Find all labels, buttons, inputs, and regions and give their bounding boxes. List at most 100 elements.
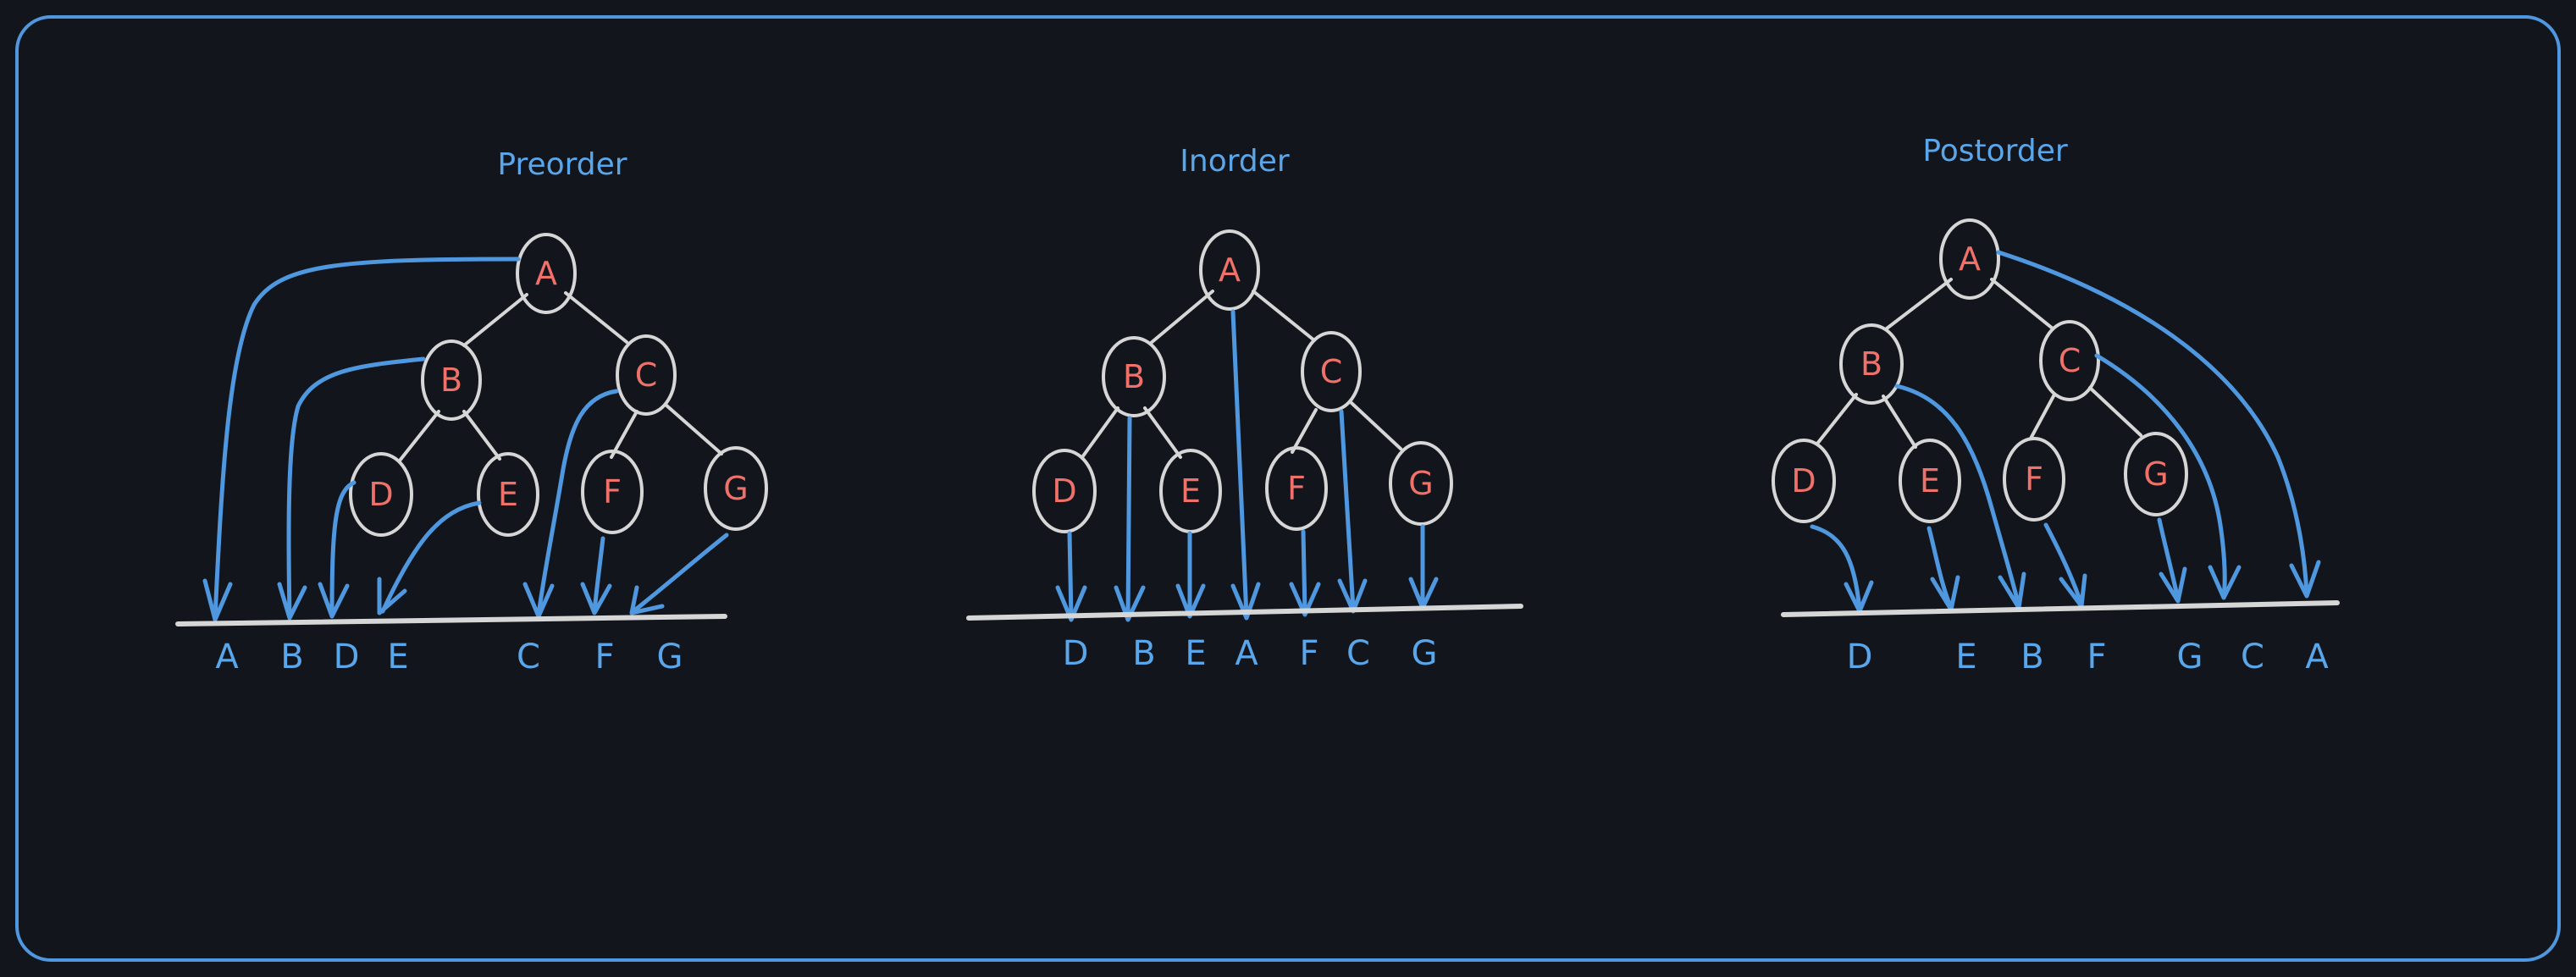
sequence-item: G (657, 638, 683, 676)
edge-a-c (1252, 290, 1316, 342)
traversal-arrow (213, 257, 521, 621)
sequence-item: E (1955, 638, 1976, 676)
node-label: G (723, 470, 748, 507)
edge-b-d (1081, 406, 1119, 459)
tree-node: B (1102, 336, 1166, 417)
tree-node: C (1301, 331, 1362, 412)
arrow-head (1114, 585, 1146, 622)
node-label: D (1791, 462, 1816, 500)
sequence-item: F (594, 638, 614, 676)
sequence-item: C (1346, 634, 1370, 673)
node-label: G (1408, 465, 1433, 502)
tree-node: D (349, 452, 413, 537)
traversal-arrow (1067, 531, 1074, 621)
tree-node: F (1265, 446, 1328, 531)
node-label: A (1959, 240, 1981, 278)
node-label: A (1219, 251, 1241, 289)
node-label: F (2025, 461, 2043, 498)
traversal-arrow (1810, 524, 1862, 612)
traversal-arrow (1996, 250, 2309, 597)
preorder-baseline (175, 614, 727, 626)
postorder-output-sequence: D E B F G C A (1847, 638, 2330, 676)
tree-node: F (581, 450, 644, 534)
edge-b-e (1882, 395, 1917, 449)
node-label: E (1920, 462, 1940, 500)
arrow-head (2289, 560, 2321, 599)
edge-b-e (1143, 406, 1182, 459)
tree-node: G (1389, 441, 1453, 526)
inorder-output-sequence: D B E A F C G (1063, 634, 1438, 673)
traversal-arrow (1301, 529, 1307, 615)
arrow-head (2159, 566, 2187, 604)
postorder-baseline (1781, 600, 2340, 617)
sequence-item: D (1847, 638, 1873, 676)
sequence-item: B (280, 638, 303, 676)
traversal-arrow (592, 536, 605, 614)
node-label: C (2059, 342, 2081, 379)
sequence-item: B (2020, 638, 2043, 676)
tree-node: B (421, 339, 482, 421)
traversal-arrow (536, 389, 619, 617)
sequence-item: F (2087, 638, 2106, 676)
tree-node: A (1199, 229, 1260, 311)
node-label: E (1180, 472, 1201, 510)
edge-c-g (664, 403, 723, 455)
edge-c-g (1350, 401, 1402, 450)
tree-node: F (2003, 437, 2065, 522)
sequence-item: F (1299, 634, 1318, 673)
arrow-head (1289, 582, 1321, 617)
edge-a-b (1885, 278, 1953, 330)
arrow-head (1230, 582, 1261, 621)
edge-b-e (462, 410, 501, 461)
node-label: C (1320, 353, 1343, 390)
arrow-head (377, 577, 407, 615)
node-label: C (635, 356, 658, 394)
inorder-tree-edges (1081, 290, 1402, 459)
arrow-head (629, 585, 665, 615)
sequence-item: C (2241, 638, 2264, 676)
sequence-item: E (1185, 634, 1206, 673)
sequence-item: G (2177, 638, 2203, 676)
sequence-item: D (334, 638, 360, 676)
traversal-arrow (631, 533, 729, 614)
edge-a-b (462, 293, 528, 347)
arrow-head (580, 582, 612, 615)
postorder-tree-nodes: A B C D E F G (1772, 218, 2188, 523)
sequence-item: A (2305, 638, 2329, 676)
edge-c-g (2088, 386, 2142, 437)
sequence-item: D (1063, 634, 1089, 673)
edge-a-c (564, 291, 628, 344)
arrow-head (2208, 565, 2242, 600)
inorder-tree-nodes: A B C D E F G (1032, 229, 1453, 533)
canvas-frame (15, 15, 2561, 962)
node-label: D (1052, 472, 1076, 510)
tree-node: G (704, 446, 768, 531)
edge-b-d (398, 410, 440, 462)
node-label: A (535, 255, 557, 292)
arrow-head (1175, 583, 1206, 619)
traversal-arrow (329, 480, 357, 617)
traversal-arrow (286, 356, 426, 619)
edge-c-f (1291, 408, 1318, 454)
preorder-arrows (202, 257, 729, 622)
sequence-item: G (1412, 634, 1438, 673)
sequence-item: B (1132, 634, 1155, 673)
tree-node: E (1159, 449, 1222, 533)
tree-node: G (2124, 432, 2188, 516)
preorder-tree-nodes: A B C D E F G (349, 233, 768, 537)
inorder-diagram: Inorder A B C D (966, 144, 1523, 673)
postorder-tree-edges (1816, 278, 2142, 449)
preorder-title: Preorder (497, 147, 627, 182)
tree-node: A (1939, 218, 2000, 300)
arrow-head (522, 582, 555, 619)
edge-a-c (1990, 278, 2054, 330)
tree-node: C (2039, 320, 2100, 401)
node-label: D (368, 476, 393, 513)
tree-node: E (477, 452, 539, 537)
node-label: F (1287, 470, 1306, 507)
edge-c-f (2029, 393, 2056, 440)
node-label: B (1860, 345, 1882, 383)
preorder-tree-edges (398, 291, 723, 462)
traversal-arrow (1125, 416, 1132, 621)
